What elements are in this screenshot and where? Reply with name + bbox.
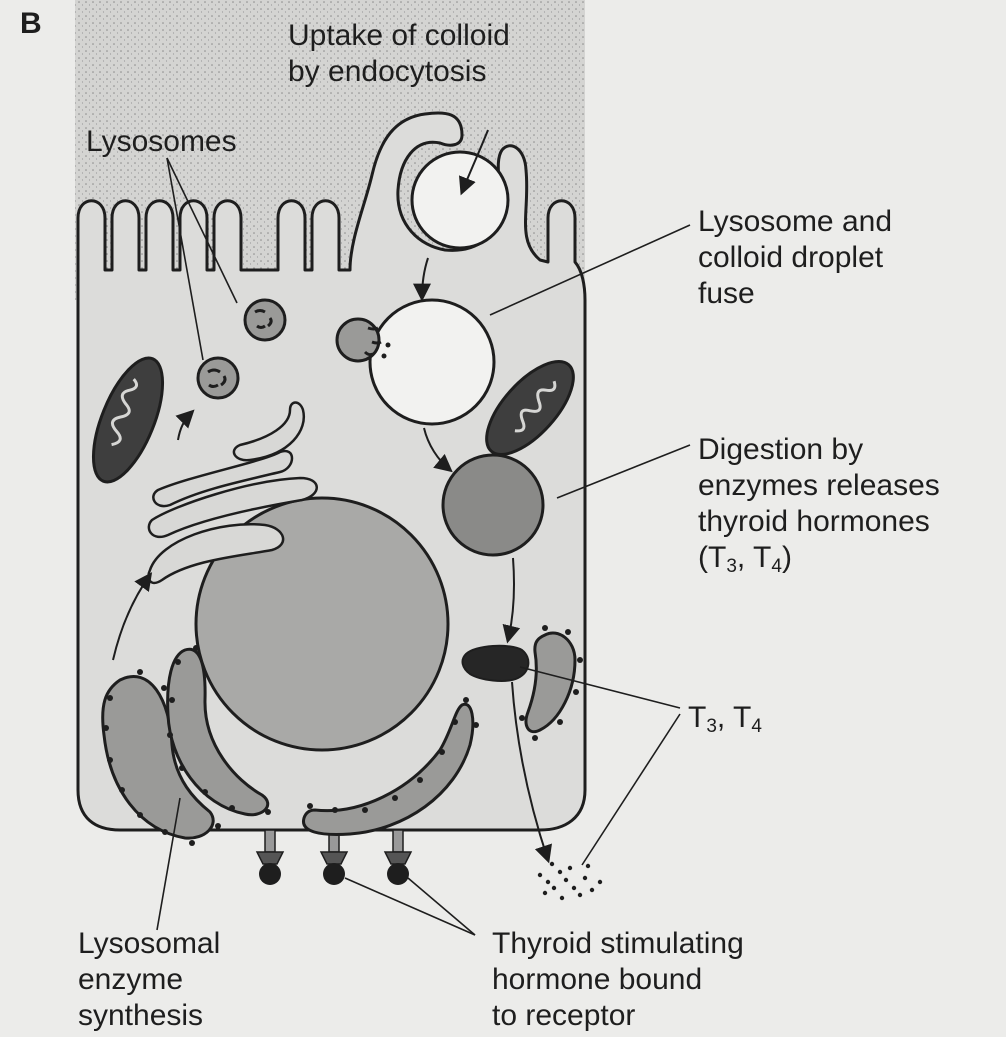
label-digestion-hormones: (T3, T4): [698, 540, 940, 576]
label-tsh-line: to receptor: [492, 998, 744, 1034]
label-uptake-line: Uptake of colloid: [288, 18, 510, 54]
label-t3-t4: T3, T4: [688, 700, 762, 736]
tsh-receptor: [321, 830, 347, 885]
label-fuse: Lysosome and colloid droplet fuse: [698, 204, 892, 312]
label-digestion-line: thyroid hormones: [698, 504, 940, 540]
label-uptake: Uptake of colloid by endocytosis: [288, 18, 510, 90]
colloid-droplet: [412, 152, 508, 248]
tsh-receptor: [385, 830, 411, 885]
label-lysosomes: Lysosomes: [86, 124, 237, 160]
panel-letter: B: [20, 6, 42, 42]
label-fuse-line: Lysosome and: [698, 204, 892, 240]
label-uptake-line: by endocytosis: [288, 54, 510, 90]
released-hormone-dots: [538, 862, 602, 900]
lysosome: [198, 358, 238, 398]
label-digestion-line: enzymes releases: [698, 468, 940, 504]
label-synthesis-line: Lysosomal: [78, 926, 220, 962]
label-synthesis: Lysosomal enzyme synthesis: [78, 926, 220, 1034]
label-synthesis-line: enzyme: [78, 962, 220, 998]
label-fuse-line: colloid droplet: [698, 240, 892, 276]
label-digestion-line: Digestion by: [698, 432, 940, 468]
lysosome: [245, 300, 285, 340]
hormone-vesicle: [463, 646, 529, 681]
label-synthesis-line: synthesis: [78, 998, 220, 1034]
label-tsh: Thyroid stimulating hormone bound to rec…: [492, 926, 744, 1034]
tsh-receptor: [257, 830, 283, 885]
label-tsh-line: hormone bound: [492, 962, 744, 998]
digestion-vesicle: [443, 455, 543, 555]
label-tsh-line: Thyroid stimulating: [492, 926, 744, 962]
label-digestion: Digestion by enzymes releases thyroid ho…: [698, 432, 940, 576]
fusing-droplet: [370, 300, 494, 424]
label-fuse-line: fuse: [698, 276, 892, 312]
